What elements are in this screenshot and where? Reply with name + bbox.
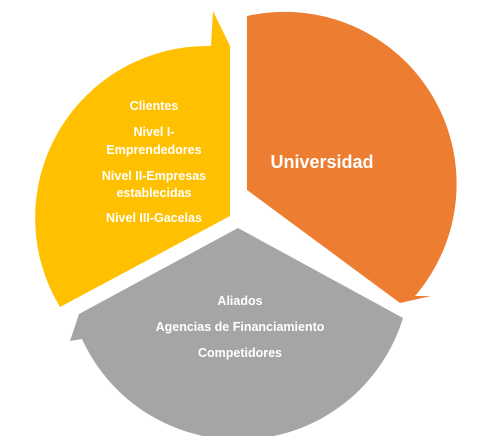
label-competidores: Competidores [198, 346, 282, 360]
label-establecidas: establecidas [116, 186, 191, 200]
label-nivel-i: Nivel I- [134, 125, 175, 139]
label-agencias: Agencias de Financiamiento [156, 320, 325, 334]
label-emprendedores: Emprendedores [106, 143, 201, 157]
segment-universidad [247, 11, 457, 304]
label-universidad: Universidad [270, 152, 373, 172]
segment-aliados [70, 228, 403, 436]
label-clientes: Clientes [130, 99, 179, 113]
segment-clientes [35, 11, 230, 307]
label-aliados: Aliados [217, 294, 262, 308]
label-nivel-iii: Nivel III-Gacelas [106, 211, 202, 225]
label-nivel-ii: Nivel II-Empresas [102, 169, 206, 183]
